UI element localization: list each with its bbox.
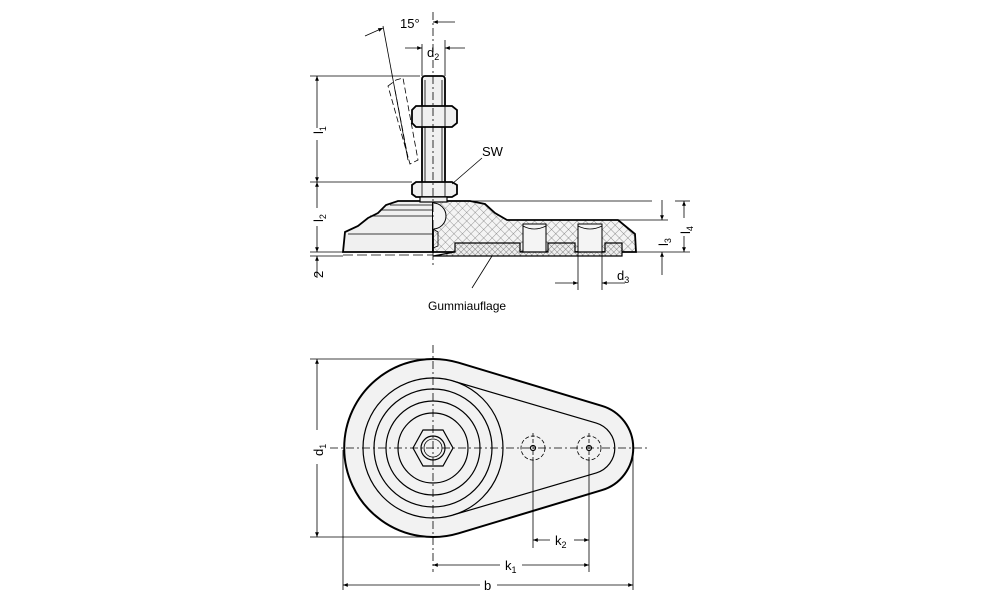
angle-label: 15°	[400, 16, 420, 31]
b-label: b	[484, 578, 491, 593]
rubber-pad-label: Gummiauflage	[428, 299, 506, 313]
d2-label: d2	[427, 45, 439, 62]
base-exterior	[342, 200, 434, 253]
dim-2-label: 2	[311, 271, 326, 278]
side-view: 15°	[310, 12, 695, 313]
angle-reference-line	[382, 25, 409, 161]
mounting-hole-section	[577, 223, 603, 253]
d3-label: d3	[617, 268, 629, 285]
lock-nut	[411, 105, 458, 128]
threaded-stud	[421, 75, 446, 198]
rubber-pad	[432, 242, 623, 257]
top-view: d1 k2 k1 b	[310, 345, 650, 593]
l1-label: l1	[311, 126, 328, 134]
l4-label: l4	[678, 226, 695, 234]
sw-label: SW	[482, 144, 504, 159]
k2-label: k2	[555, 533, 567, 550]
ball-joint	[432, 202, 447, 230]
l2-label: l2	[311, 214, 328, 222]
l3-label: l3	[656, 238, 673, 246]
k1-label: k1	[505, 558, 517, 575]
mounting-hole-section	[522, 223, 547, 253]
hex-nut-sw	[411, 181, 458, 198]
d1-label: d1	[311, 444, 328, 456]
